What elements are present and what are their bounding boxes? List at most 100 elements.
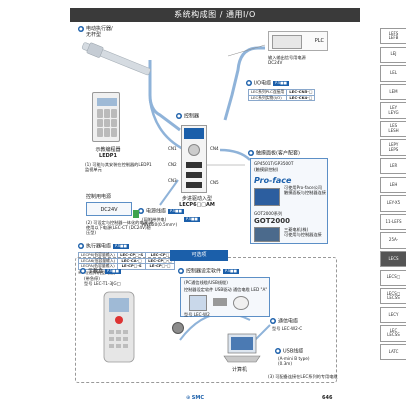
power-cable-line [159, 179, 179, 206]
setting-software-desc: 控制器设定软件 USB驱动 通信电缆 LED "A" [184, 287, 268, 292]
brand-logo: ⊕ SMC [186, 395, 205, 401]
side-tab-leh[interactable]: LEH [380, 176, 406, 194]
touch-panel-title: ●触摸面板(客户配套) [248, 150, 300, 157]
got-screen-image [254, 227, 280, 242]
number-icon: ● [246, 80, 252, 86]
cn-label-3: CN3 [168, 178, 177, 183]
setting-software-box: (PC通信线缆/USB线缆) 控制器设定软件 USB驱动 通信电缆 LED "A… [180, 277, 270, 317]
side-tab-lecy[interactable]: LECY [380, 306, 406, 324]
number-icon: ● [78, 243, 84, 249]
number-icon: ● [248, 150, 254, 156]
touch-cable-line [219, 148, 251, 161]
teaching-box-device [92, 92, 120, 142]
number-icon: ● [178, 268, 184, 274]
touch-panel-model2: GOT2000系列 [254, 211, 283, 216]
touch-panel-sub: (触摸屏控制) [254, 167, 279, 172]
plc-supply-label: 输入输出信号用电源 DC24V [268, 55, 306, 66]
side-tab-11-lefs[interactable]: 11-LEFS [380, 213, 406, 231]
touch-panel-desc: 可使用Pro-face公司触摸面板与控制器连接 [284, 185, 326, 196]
cd-image [189, 295, 207, 311]
controller-name: 步进驱动入型 LECP6□□AM [179, 196, 215, 208]
actuator-image [81, 42, 151, 76]
connector-icon [172, 322, 184, 334]
usb-cable-title: ●USB线缆 [275, 348, 304, 355]
plc-label: PLC [314, 38, 324, 44]
got2000-logo: GOT2000 [254, 217, 290, 225]
power-supply-note: (2) 可设定与控制器一体化的电源 请使用以下电源(LEC-CT (DC24V)… [86, 220, 154, 236]
io-cable-line [223, 46, 265, 121]
option-title: 可选项 [170, 250, 228, 261]
controller-title: ●控制器 [176, 113, 200, 120]
number-icon: ● [80, 268, 86, 274]
cn-label-4: CN4 [210, 146, 219, 151]
side-tab-les[interactable]: LES LESH [380, 120, 406, 138]
plc-box: PLC [268, 31, 328, 51]
touch-panel-model: GP4501T/GP3500T [254, 161, 294, 166]
cable-image [213, 298, 227, 306]
electric-actuator-label: ●电动执行器/ 无杆型 [78, 26, 113, 38]
side-tab-lec[interactable]: LEC LECSS [380, 325, 406, 342]
controller-device [181, 125, 207, 193]
page-title: 系统构成图 / 通用I/O [70, 8, 360, 22]
touch-panel-box: GP4501T/GP3500T (触摸屏控制) Pro-face 可使用Pro-… [250, 158, 328, 244]
number-icon: ● [78, 26, 84, 32]
comm-cable-title: ●通信电缆 [270, 318, 299, 325]
pro-face-logo: Pro-face [254, 176, 292, 185]
option-footnote: (3) 可配备连接在LEC系列的专用电缆 [268, 374, 338, 379]
side-tab-lecss[interactable]: LECS□ LECSS [380, 288, 406, 305]
setting-software-sub: (PC通信线缆/USB线缆) [184, 280, 228, 285]
plc-module [272, 35, 302, 49]
connector-icon [133, 210, 139, 218]
teaching-box-title: 示教编程器 LEDP1 [95, 147, 121, 159]
page-number: 646 [322, 395, 333, 401]
comm-cable-model: 型号 LEC-W2-C [272, 326, 303, 331]
number-icon: ● [275, 348, 281, 354]
side-tab-25a[interactable]: 25A- [380, 232, 406, 249]
touch-panel-desc2: 三菱电机(株) 可使用与控制器连接 [284, 227, 322, 238]
number-icon: ● [270, 318, 276, 324]
side-tab-ley-x5[interactable]: LEY-X5 [380, 195, 406, 212]
cable-coil-image [233, 296, 249, 310]
computer-image [223, 333, 261, 363]
power-supply-title: 控制用电源 [86, 194, 112, 200]
side-tab-lecs-active[interactable]: LECS [380, 250, 406, 268]
side-tab-lel[interactable]: LEL [380, 65, 406, 82]
teaching-box2-details: (带急停) 型号 LEC-T1-3JG□ [84, 276, 121, 287]
number-icon: ● [138, 208, 144, 214]
teaching-pendant-image [103, 291, 135, 363]
side-tab-ler[interactable]: LER [380, 158, 406, 175]
cn-label-5: CN5 [210, 180, 219, 185]
actuator-cable-note: ※: 与选择机型对应。 [78, 270, 118, 275]
cn-label-1: CN1 [168, 146, 177, 151]
side-tab-lej[interactable]: LEJ [380, 46, 406, 63]
smc-logo-icon: ⊕ [186, 395, 191, 401]
usb-cable-details: (A-mini B type) (0.3m) [278, 356, 310, 367]
table-row: LEC系列实物(I/O)LEC-CK4-□ [247, 94, 316, 102]
side-tab-latc[interactable]: LATC [380, 343, 406, 361]
number-icon: ● [176, 113, 182, 119]
side-tab-lefs[interactable]: LEFS LEFB [380, 28, 406, 45]
side-tab-bar: LEFS LEFB LEJ LEL LEM LEY LEYG LES LESH … [368, 28, 410, 362]
teaching-box-notes: (1) 可能与其安装在控制器的LEDP1 监视单元 [85, 162, 152, 173]
side-tab-ley[interactable]: LEY LEYG [380, 102, 406, 119]
controller-tag: P.5■■ [184, 217, 200, 222]
teaching-cable-line [148, 99, 186, 152]
side-tab-lecs2[interactable]: LECS□ [380, 269, 406, 286]
side-tab-lepy[interactable]: LEPY LEPS [380, 139, 406, 156]
power-supply-box: DC24V [86, 202, 132, 216]
pc-label: 计算机 [232, 367, 248, 373]
setting-software-model: 型号 LEC-W2 [184, 312, 210, 317]
touch-screen-image [254, 188, 280, 206]
cn-label-2: CN2 [168, 162, 177, 167]
side-tab-lem[interactable]: LEM [380, 83, 406, 101]
power-cable-note: (同附带供电) AWG20(0.5mm²) [142, 217, 178, 228]
